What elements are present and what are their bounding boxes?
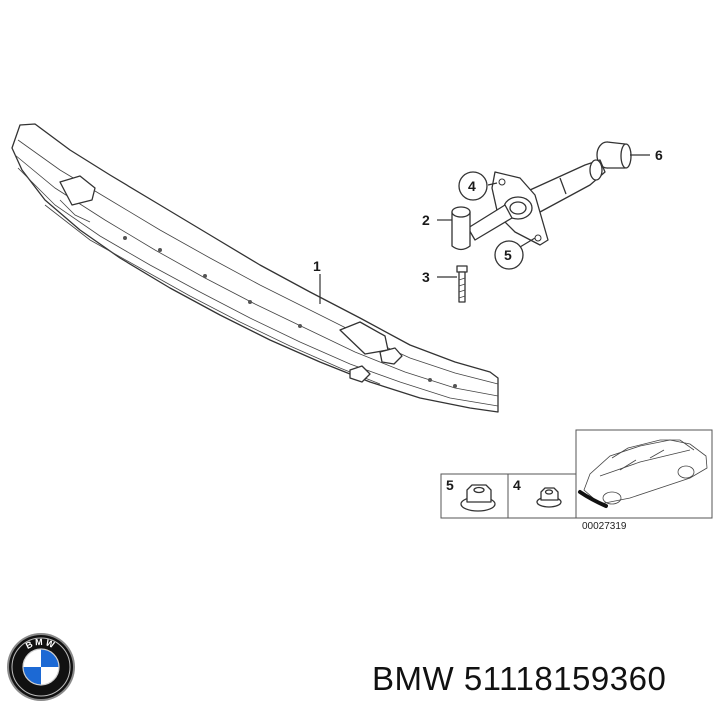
bmw-roundel-icon: BMW <box>7 633 75 701</box>
inset-reference-number: 00027319 <box>582 521 627 532</box>
inset-label-4: 4 <box>513 477 521 493</box>
svg-text:BMW: BMW <box>24 637 58 651</box>
spacer-sleeve <box>451 206 471 251</box>
leader-lines <box>319 154 650 304</box>
inset-nuts-box: 5 4 <box>440 473 577 519</box>
flange-nut-5 <box>460 484 496 512</box>
callout-4: 4 <box>468 178 476 194</box>
roundel-quadrants <box>22 648 60 686</box>
callout-6: 6 <box>655 147 663 163</box>
callout-1: 1 <box>313 258 321 274</box>
flange-nut-4 <box>536 487 562 508</box>
callout-3: 3 <box>422 269 430 285</box>
bumper-carrier-beam <box>11 123 499 413</box>
mounting-bracket <box>467 159 606 246</box>
inset-label-5: 5 <box>446 477 454 493</box>
logo-letters: BMW <box>24 637 56 651</box>
part-number-label: BMW 51118159360 <box>372 660 667 697</box>
car-location-inset: 00027319 <box>575 429 713 532</box>
callout-5: 5 <box>504 247 512 263</box>
callout-4-circle <box>458 171 488 201</box>
hex-bolt <box>456 265 468 303</box>
callout-5-circle <box>494 240 524 270</box>
callout-2: 2 <box>422 212 430 228</box>
